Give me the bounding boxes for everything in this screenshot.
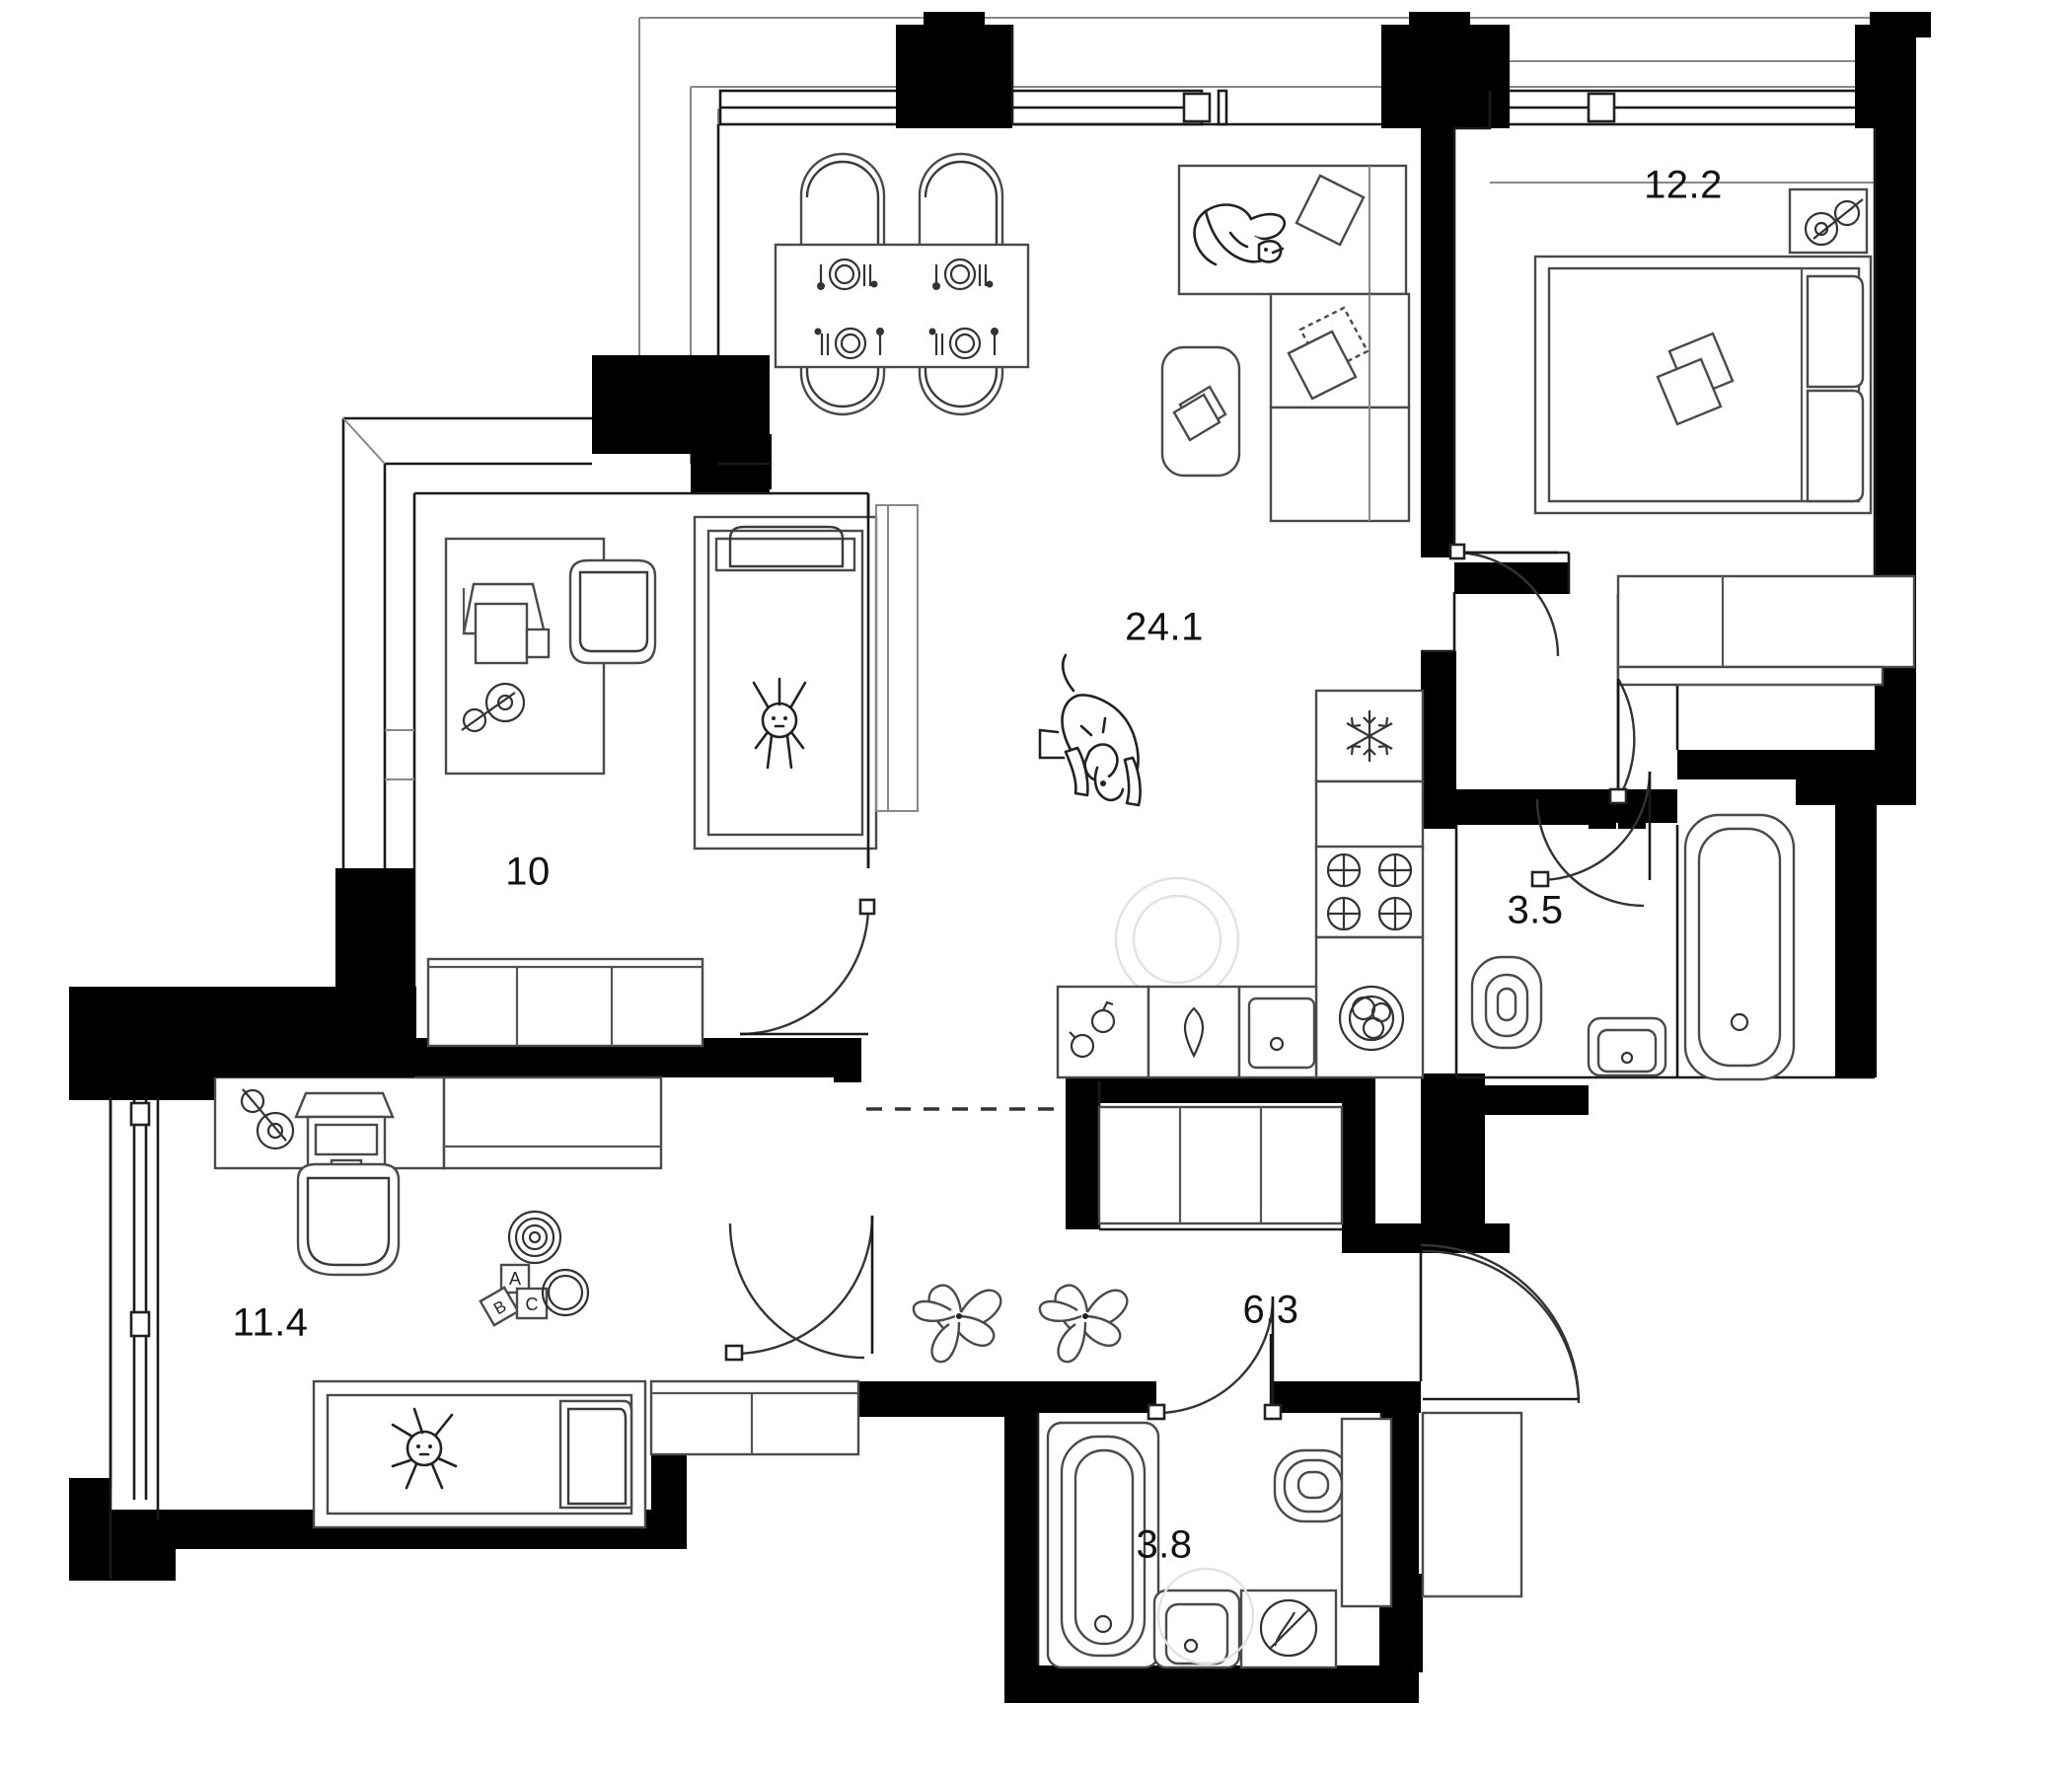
washbasin-icon [1152,1589,1241,1669]
wardrobe-bedroom-10 [426,957,704,1048]
kitchen-sink-icon [1247,997,1316,1070]
pillow-icon [1287,306,1369,401]
bathtub-icon [1683,813,1796,1081]
place-setting-icon [928,327,999,360]
laptop-icon [462,582,551,665]
bedroom-114-furniture: A B C [213,1075,663,1529]
toilet-icon [1273,1417,1393,1608]
fruit-icon [1069,1000,1116,1059]
wardrobe-bedroom-114 [649,1379,860,1456]
bunny-toy-icon [752,677,807,770]
dog-icon [1038,653,1142,807]
door-swing-bedroom-114[interactable] [724,1215,874,1362]
svg-text:C: C [526,1295,539,1314]
toy-ring-icon [507,1210,562,1265]
sofa-set [1160,164,1411,523]
area-label-bathroom-main: 3.5 [1507,889,1563,932]
window-mullion-left [1182,92,1212,123]
area-label-bathroom-38: 3.8 [1136,1523,1192,1567]
area-label-living-room: 24.1 [1125,606,1204,649]
wardrobe-master [1616,574,1916,687]
area-label-bedroom-114: 11.4 [233,1301,309,1345]
potted-plant-icon [912,1284,1002,1364]
pillow-icon [1295,174,1366,247]
washing-machine-icon [1239,1589,1338,1669]
bedroom-10-furniture [444,504,919,851]
potted-plant-icon [1038,1284,1129,1364]
coffee-table [1160,345,1241,478]
bathroom-main-fixtures [1470,813,1796,1081]
place-setting-icon [932,258,994,291]
door-swing-bedroom-10[interactable] [739,898,876,1036]
master-bedroom-furniture [1533,187,1873,515]
area-label-master-bedroom: 12.2 [1644,164,1723,207]
bathroom-38-fixtures [1046,1417,1393,1669]
wall-accents [69,355,772,1097]
table-lamp-icon [1804,198,1864,247]
dining-set [774,152,1030,416]
door-swing-bathroom-38[interactable] [1147,1295,1283,1421]
area-label-hallway: 6.3 [1242,1289,1298,1332]
place-setting-icon [814,327,884,360]
cat-icon [1193,203,1287,266]
pillow-icon [1656,332,1735,426]
toy-ball-icon [541,1268,590,1317]
door-swing-master-bedroom[interactable] [1448,543,1560,657]
washbasin-icon [1587,1016,1667,1077]
bunny-toy-icon [391,1407,458,1490]
bathtub-icon [1046,1421,1160,1669]
toilet-icon [1470,955,1543,1050]
toy-blocks-icon: A B C [479,1263,549,1327]
svg-text:A: A [509,1269,521,1289]
vase-icon [1183,1006,1205,1059]
desk-lamp-icon [240,1088,295,1150]
door-swing-corridor[interactable] [1608,678,1636,805]
door-swing-bathroom-main[interactable] [1530,771,1652,908]
desk-lamp-icon [461,682,526,733]
hallway-elements [912,1105,1523,1598]
living-room-outline [718,462,870,868]
snowflake-icon [1346,710,1393,762]
door-swing-hallway-main[interactable] [1420,1243,1581,1404]
cookware-icon [1338,985,1405,1052]
kitchen-units [1056,689,1425,1079]
place-setting-icon [817,258,878,291]
area-label-bedroom-10: 10 [505,851,551,894]
four-burner-stove-icon [1326,852,1413,931]
